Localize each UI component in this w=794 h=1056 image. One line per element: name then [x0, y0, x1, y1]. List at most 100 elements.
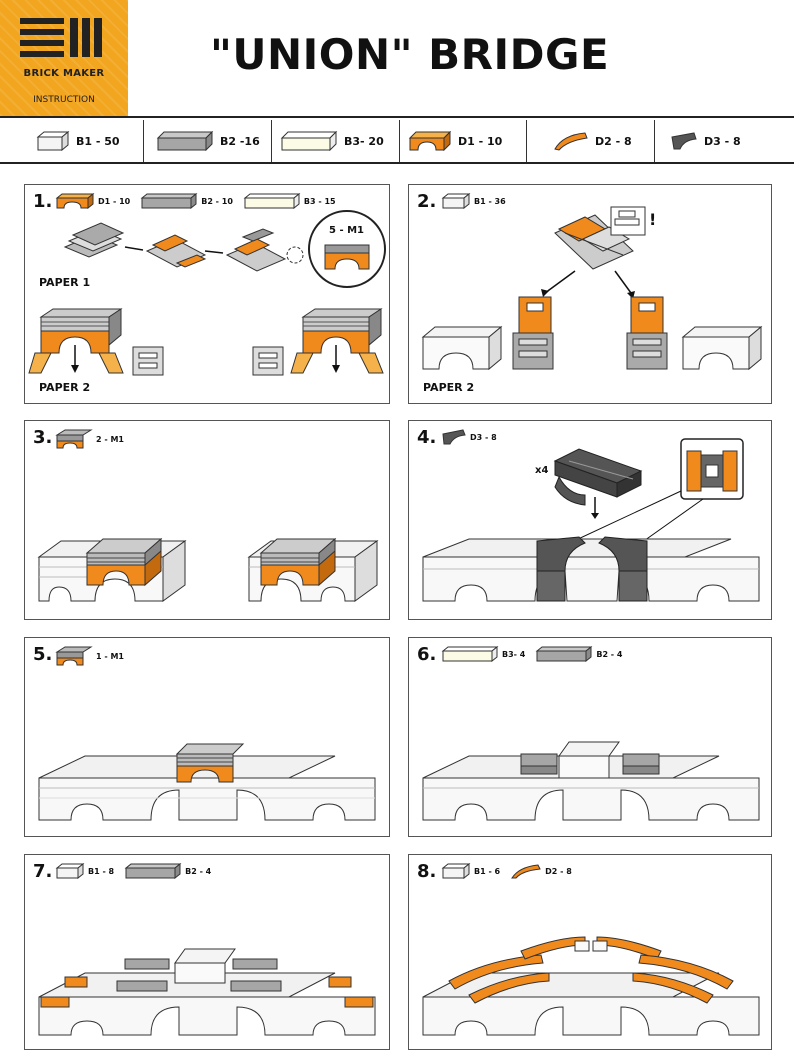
step-part: B1 - 6	[441, 863, 500, 879]
brick-b1-icon	[441, 863, 471, 879]
part-b1: B1 - 50	[36, 120, 120, 162]
header-divider	[0, 116, 794, 118]
paper-template	[132, 346, 284, 376]
divider	[271, 120, 272, 162]
callout-label: 5 - M1	[329, 225, 364, 236]
paper-2-caption: PAPER 2	[39, 381, 90, 394]
part-d1: D1 - 10	[408, 120, 502, 162]
step-number: 8.	[417, 861, 437, 882]
step-part: B2 - 4	[535, 646, 622, 662]
step-part: B3- 4	[441, 646, 525, 662]
step-part-label: B2 - 10	[201, 196, 233, 206]
step-6-illustration	[422, 741, 760, 821]
step-parts: B1 - 6 D2 - 8	[441, 863, 582, 879]
brick-b2-icon	[140, 193, 198, 209]
bridge-base	[422, 538, 760, 602]
divider	[399, 120, 400, 162]
part-b2: B2 -16	[156, 120, 260, 162]
brick-stack-icon	[20, 18, 102, 57]
part-d2: D2 - 8	[553, 120, 632, 162]
step-part-label: B2 - 4	[185, 866, 212, 876]
module-stage-1	[63, 222, 125, 258]
step-part-label: D1 - 10	[98, 196, 131, 206]
module-right	[290, 308, 384, 374]
module-center	[175, 743, 245, 783]
paper-2-caption: PAPER 2	[423, 381, 474, 394]
module-right	[259, 537, 337, 587]
step-5-panel: 5. 1 - M1	[24, 637, 390, 837]
step-part: B1 - 8	[55, 863, 114, 879]
step-part: B2 - 10	[140, 193, 233, 209]
step-part: 2 - M1	[55, 429, 124, 449]
brand-name: BRICK MAKER	[23, 68, 105, 79]
step-part: D3 - 8	[441, 429, 497, 445]
brick-b2-icon	[535, 646, 593, 662]
part-label: D1 - 10	[458, 134, 503, 148]
step-number: 3.	[33, 427, 53, 448]
brick-b3-icon	[280, 131, 338, 151]
step-part-label: D2 - 8	[545, 866, 572, 876]
part-label: D2 - 8	[595, 134, 632, 148]
pier-left	[512, 296, 554, 370]
detail-inset	[610, 206, 646, 236]
arch-d3-icon	[442, 429, 466, 445]
step-number: 5.	[33, 644, 53, 665]
step-number: 6.	[417, 644, 437, 665]
step-5-illustration	[38, 743, 376, 821]
part-label: B2 -16	[220, 134, 260, 148]
step-part: B3 - 15	[243, 193, 336, 209]
step-1-illustration: 5 - M1 PAPER 1	[28, 210, 386, 394]
step-parts: 2 - M1	[55, 429, 134, 449]
warning-mark: !	[649, 210, 656, 229]
step-part: 1 - M1	[55, 646, 124, 666]
grey-bricks	[520, 753, 660, 775]
step-number: 7.	[33, 861, 53, 882]
step-2-panel: 2. B1 - 36 !	[408, 184, 772, 404]
bridge-base	[422, 972, 760, 1036]
step-number: 4.	[417, 427, 437, 448]
brick-b3-icon	[441, 646, 499, 662]
brick-b1-icon	[36, 131, 70, 151]
step-number: 2.	[417, 191, 437, 212]
module-m1-icon	[55, 646, 93, 666]
step-part-label: B1 - 6	[474, 866, 501, 876]
step-part-label: B3- 4	[502, 649, 526, 659]
step-part-label: B1 - 36	[474, 196, 506, 206]
step-part-label: D3 - 8	[470, 432, 497, 442]
step-4-panel: 4. D3 - 8 x4	[408, 420, 772, 620]
part-label: B3- 20	[344, 134, 384, 148]
step-2-illustration: ! PAPER 2	[421, 206, 763, 394]
module-left	[28, 308, 124, 374]
divider	[526, 120, 527, 162]
brick-b3-icon	[243, 193, 301, 209]
step-3-panel: 3. 2 - M1	[24, 420, 390, 620]
brand-subtitle: INSTRUCTION	[33, 95, 95, 105]
module-left	[85, 537, 163, 587]
step-8-illustration	[422, 936, 760, 1036]
page-title: "UNION" BRIDGE	[210, 30, 610, 79]
arch-d3-icon	[671, 132, 697, 150]
step-part-label: B3 - 15	[303, 196, 336, 206]
brick-b1-icon	[441, 193, 471, 209]
parts-divider	[0, 162, 794, 164]
multiplier-label: x4	[535, 465, 548, 476]
parts-list: B1 - 50 B2 -16 B3- 20 D1 - 10 D2 - 8	[0, 120, 794, 162]
module-stage-3	[225, 228, 287, 272]
step-8-panel: 8. B1 - 6 D2 - 8	[408, 854, 772, 1050]
step-parts: D1 - 10 B2 - 10 B3 - 15	[55, 193, 346, 209]
step-1-panel: 1. D1 - 10 B2 - 10 B3 - 15	[24, 184, 390, 404]
part-label: B1 - 50	[76, 134, 120, 148]
brick-b2-icon	[156, 131, 214, 151]
step-parts: D3 - 8	[441, 429, 507, 445]
pier-right	[626, 296, 668, 370]
part-d3: D3 - 8	[670, 120, 741, 162]
arch-base-left	[421, 325, 503, 371]
divider	[654, 120, 655, 162]
orange-end-bricks	[40, 976, 374, 1008]
divider	[143, 120, 144, 162]
step-part: B2 - 4	[124, 863, 211, 879]
step-part: D1 - 10	[55, 193, 130, 209]
keystone-assembly	[553, 448, 643, 506]
arch-rails	[448, 936, 734, 1004]
step-part-label: B2 - 4	[596, 649, 623, 659]
